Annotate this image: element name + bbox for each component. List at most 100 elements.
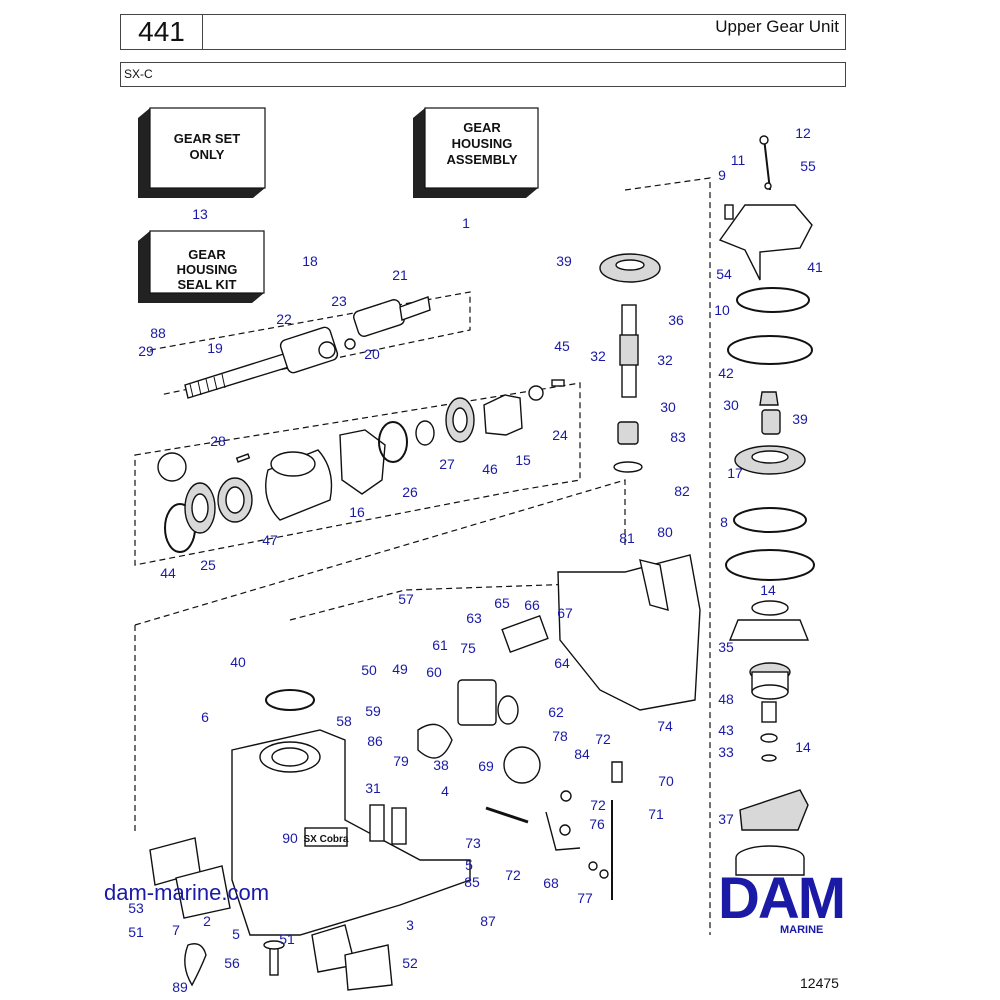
boundary-housing: [134, 479, 626, 835]
part-label-20: 20: [364, 346, 380, 362]
page-number: 441: [121, 15, 203, 49]
part-label-51: 51: [128, 924, 144, 940]
part-label-17: 17: [727, 465, 743, 481]
part-label-30: 30: [723, 397, 739, 413]
svg-text:HOUSING: HOUSING: [177, 262, 238, 277]
part-label-42: 42: [718, 365, 734, 381]
part-label-64: 64: [554, 655, 570, 671]
part-label-72: 72: [595, 731, 611, 747]
part-label-23: 23: [331, 293, 347, 309]
part-label-50: 50: [361, 662, 377, 678]
guard-and-linkage: [457, 554, 701, 900]
part-label-44: 44: [160, 565, 176, 581]
svg-text:GEAR: GEAR: [463, 120, 501, 135]
part-label-62: 62: [548, 704, 564, 720]
part-label-79: 79: [393, 753, 409, 769]
part-label-78: 78: [552, 728, 568, 744]
kit-box-gear-set: GEAR SET ONLY: [138, 107, 266, 198]
part-label-77: 77: [577, 890, 593, 906]
part-label-69: 69: [478, 758, 494, 774]
part-label-86: 86: [367, 733, 383, 749]
part-label-7: 7: [172, 922, 180, 938]
part-label-72-repeat: 72: [590, 797, 606, 813]
boundary-vertical: [624, 177, 711, 935]
part-label-24: 24: [552, 427, 568, 443]
cast-text: SX Cobra: [303, 834, 348, 845]
gear-housing: SX Cobra: [149, 689, 471, 991]
part-label-75: 75: [460, 640, 476, 656]
svg-text:HOUSING: HOUSING: [452, 136, 513, 151]
part-label-33: 33: [718, 744, 734, 760]
part-label-36: 36: [668, 312, 684, 328]
part-label-72-repeat: 72: [505, 867, 521, 883]
part-label-70: 70: [658, 773, 674, 789]
part-label-19: 19: [207, 340, 223, 356]
header-box: 441 Upper Gear Unit: [120, 14, 846, 50]
part-label-57: 57: [398, 591, 414, 607]
part-label-12: 12: [795, 125, 811, 141]
part-label-1: 1: [462, 215, 470, 231]
part-label-13: 13: [192, 206, 208, 222]
part-label-32: 32: [590, 348, 606, 364]
part-label-66: 66: [524, 597, 540, 613]
part-label-2: 2: [203, 913, 211, 929]
page-title: Upper Gear Unit: [715, 17, 839, 36]
part-label-21: 21: [392, 267, 408, 283]
part-label-61: 61: [432, 637, 448, 653]
part-label-48: 48: [718, 691, 734, 707]
part-label-53: 53: [128, 900, 144, 916]
part-label-15: 15: [515, 452, 531, 468]
part-label-74: 74: [657, 718, 673, 734]
part-label-41: 41: [807, 259, 823, 275]
part-label-58: 58: [336, 713, 352, 729]
part-label-63: 63: [466, 610, 482, 626]
figure-number: 12475: [800, 975, 839, 991]
part-label-32-repeat: 32: [657, 352, 673, 368]
part-label-55: 55: [800, 158, 816, 174]
part-label-43: 43: [718, 722, 734, 738]
part-label-39-repeat: 39: [792, 411, 808, 427]
part-label-28: 28: [210, 433, 226, 449]
part-label-39: 39: [556, 253, 572, 269]
part-label-11: 11: [731, 152, 746, 168]
part-label-52: 52: [402, 955, 418, 971]
part-label-3: 3: [406, 917, 414, 933]
part-label-80: 80: [657, 524, 673, 540]
part-label-81: 81: [619, 530, 635, 546]
part-label-51-repeat: 51: [279, 931, 295, 947]
part-label-73: 73: [465, 835, 481, 851]
kit-gear-set-line1: GEAR SET: [174, 131, 241, 146]
part-label-26: 26: [402, 484, 418, 500]
part-label-76: 76: [589, 816, 605, 832]
part-label-59: 59: [365, 703, 381, 719]
dam-logo: DAM: [718, 866, 846, 931]
part-label-16: 16: [349, 504, 365, 520]
part-label-84: 84: [574, 746, 590, 762]
part-label-31: 31: [365, 780, 381, 796]
part-label-18: 18: [302, 253, 318, 269]
part-label-27: 27: [439, 456, 455, 472]
part-label-30-repeat: 30: [660, 399, 676, 415]
kit-gear-set-line2: ONLY: [190, 147, 225, 162]
part-label-37: 37: [718, 811, 734, 827]
part-label-8: 8: [720, 514, 728, 530]
part-label-54: 54: [716, 266, 732, 282]
part-label-56: 56: [224, 955, 240, 971]
part-label-82: 82: [674, 483, 690, 499]
part-label-68: 68: [543, 875, 559, 891]
part-label-47: 47: [262, 532, 278, 548]
model-label: SX-C: [120, 62, 846, 87]
svg-text:GEAR: GEAR: [188, 247, 226, 262]
part-label-87: 87: [480, 913, 496, 929]
part-label-83: 83: [670, 429, 686, 445]
part-label-88: 88: [150, 325, 166, 341]
driveshaft-vertical: [599, 253, 661, 473]
part-label-85: 85: [464, 874, 480, 890]
part-label-6: 6: [201, 709, 209, 725]
part-label-5: 5: [465, 857, 473, 873]
part-label-49: 49: [392, 661, 408, 677]
svg-text:ASSEMBLY: ASSEMBLY: [446, 152, 517, 167]
driveshaft-assembly: [184, 296, 431, 399]
